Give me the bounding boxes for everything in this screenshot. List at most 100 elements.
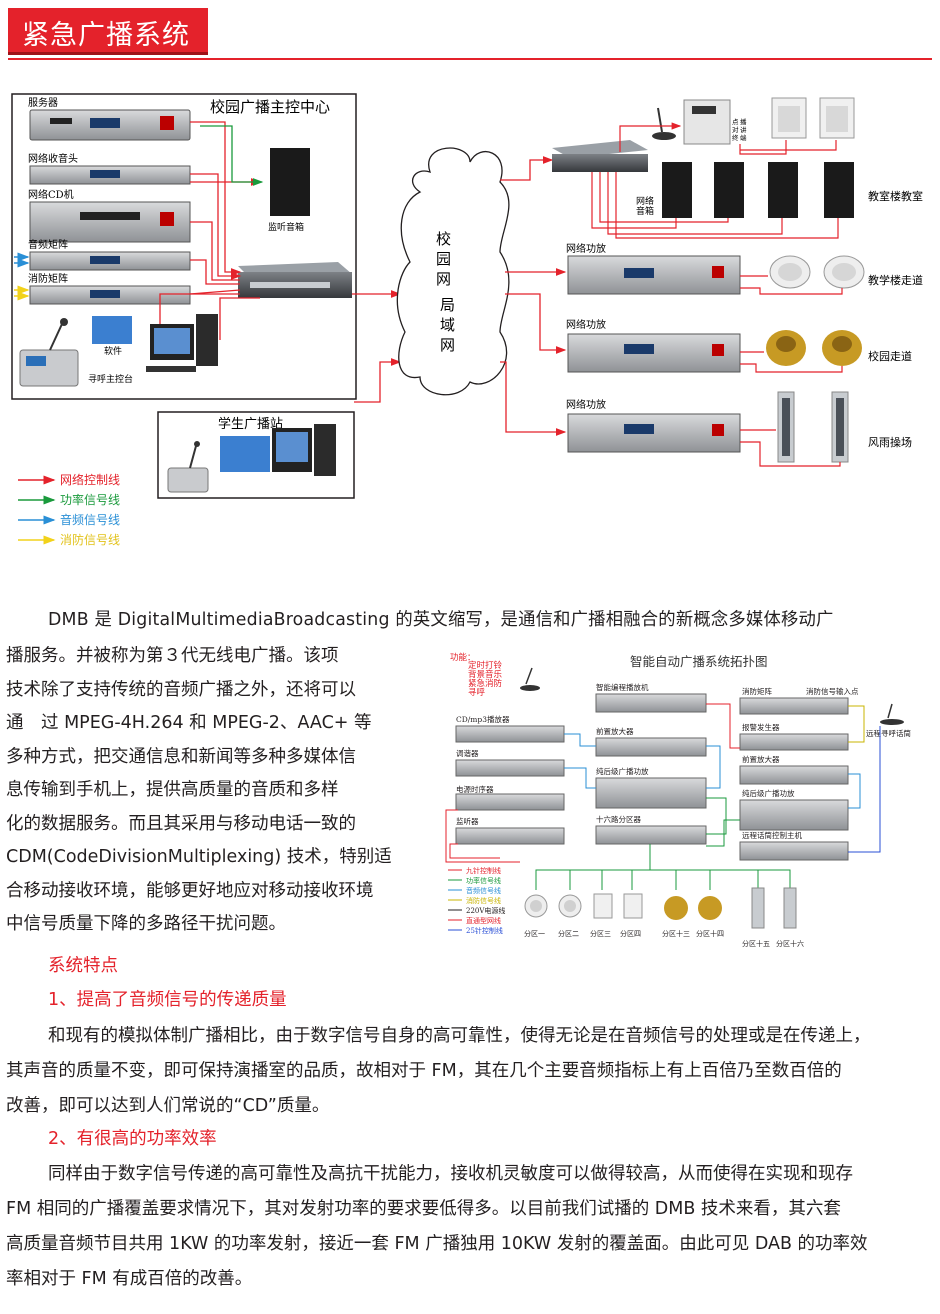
svg-text:端: 端 (740, 133, 747, 142)
svg-text:分区十六: 分区十六 (776, 939, 804, 948)
amp-links (740, 275, 843, 467)
svg-text:寻呼: 寻呼 (468, 687, 486, 698)
topology-mic (520, 667, 540, 691)
fire-matrix-device: 消防矩阵 (28, 272, 191, 305)
net-tuner-device: 网络收音头 (28, 152, 191, 185)
svg-text:网络控制线: 网络控制线 (60, 472, 120, 487)
intro-line: 通 过 MPEG-4H.264 和 MPEG-2、AAC+ 等 (6, 713, 372, 733)
feature-2-line: 率相对于 FM 有成百倍的改善。 (6, 1269, 253, 1289)
top-links (619, 122, 837, 155)
control-center-label: 校园广播主控中心 (210, 98, 330, 116)
topology-legend: 九针控制线 功率信号线 音频信号线 消防信号线 220V电源线 直通型网线 25… (448, 866, 505, 935)
student-station-label: 学生广播站 (218, 416, 283, 432)
svg-text:分区四: 分区四 (620, 929, 641, 938)
svg-text:分区一: 分区一 (524, 929, 545, 938)
topology-links (445, 703, 881, 863)
svg-text:前置放大器: 前置放大器 (742, 754, 780, 764)
ceiling-speakers (769, 255, 865, 289)
feature-2-line: FM 相同的广播覆盖要求情况下，其对发射功率的要求要低得多。以目前我们试播的 D… (6, 1199, 841, 1219)
classroom-speakers (662, 162, 854, 218)
svg-text:消防矩阵: 消防矩阵 (742, 686, 772, 696)
diagram1-legend: 网络控制线 功率信号线 音频信号线 消防信号线 (18, 472, 120, 547)
svg-text:寻呼主控台: 寻呼主控台 (88, 373, 133, 385)
svg-text:十六路分区器: 十六路分区器 (596, 814, 641, 824)
topology-zone-speakers (524, 887, 797, 929)
svg-text:音频信号线: 音频信号线 (466, 886, 501, 895)
svg-text:功率信号线: 功率信号线 (60, 492, 120, 507)
intro-line: 合移动接收环境，能够更好地应对移动接收环境 (6, 880, 374, 901)
svg-text:网络功放: 网络功放 (566, 318, 606, 331)
title-banner: 紧急广播系统 (8, 8, 208, 55)
svg-text:远程话筒控制主机: 远程话筒控制主机 (742, 830, 802, 840)
page-title: 紧急广播系统 (22, 20, 190, 51)
function-list: 功能： 定时打铃 背景音乐 紧急消防 寻呼 (450, 652, 503, 698)
zone-output-links (535, 844, 791, 890)
svg-text:箱: 箱 (645, 205, 654, 217)
svg-text:服务器: 服务器 (28, 96, 58, 109)
svg-text:功率信号线: 功率信号线 (466, 876, 501, 885)
intro-line: CDM(CodeDivisionMultiplexing) 技术，特别适 (6, 847, 392, 867)
topology-right-devices: 消防矩阵 消防信号输入点 报警发生器 前置放大器 纯后级广播功放 远程话筒控制主… (739, 686, 911, 861)
classroom-links (591, 172, 839, 239)
software-screen: 软件 (92, 316, 132, 357)
svg-text:分区二: 分区二 (558, 929, 579, 938)
svg-text:网络功放: 网络功放 (566, 398, 606, 411)
classroom-switch (552, 140, 648, 172)
intro-line: 播服务。并被称为第３代无线电广播。该项 (6, 646, 339, 666)
svg-text:直通型网线: 直通型网线 (466, 916, 501, 925)
svg-text:定时打铃: 定时打铃 (468, 660, 503, 671)
column-speakers (777, 391, 849, 463)
svg-text:纯后级广播功放: 纯后级广播功放 (596, 766, 649, 776)
svg-text:远程寻呼话筒: 远程寻呼话筒 (866, 728, 911, 738)
amp-3: 网络功放 (566, 398, 741, 453)
feature-1-title: 1、提高了音频信号的传递质量 (48, 990, 287, 1010)
intro-column: 播服务。并被称为第３代无线电广播。该项 技术除了支持传统的音频广播之外，还将可以… (6, 640, 436, 942)
intro-line: 息传输到手机上，提供高质量的音质和多样 (6, 780, 339, 800)
svg-text:前置放大器: 前置放大器 (596, 726, 634, 736)
intro-line: 技术除了支持传统的音频广播之外，还将可以 (6, 679, 356, 700)
svg-text:分区十三: 分区十三 (662, 929, 690, 938)
network-switch (238, 262, 352, 298)
svg-text:功能：: 功能： (450, 652, 476, 663)
svg-text:终: 终 (732, 133, 739, 142)
topology-left-devices: 智能编程播放机 CD/mp3播放器 调谐器 电源时序器 监听器 前置放大器 纯后… (455, 682, 707, 845)
zone-campus: 校园走道 (868, 349, 912, 363)
svg-text:分区三: 分区三 (590, 929, 611, 938)
svg-text:监听器: 监听器 (456, 816, 479, 826)
svg-text:25针控制线: 25针控制线 (466, 926, 503, 935)
svg-text:软件: 软件 (104, 345, 122, 357)
svg-text:紧急消防: 紧急消防 (468, 678, 503, 689)
svg-text:音频矩阵: 音频矩阵 (28, 238, 68, 251)
svg-text:网: 网 (436, 270, 451, 288)
monitor-speaker: 监听音箱 (268, 148, 310, 233)
feature-2-line: 同样由于数字信号传递的高可靠性及高抗干扰能力，接收机灵敏度可以做得较高，从而使得… (48, 1164, 853, 1184)
topology-title: 智能自动广播系统拓扑图 (630, 654, 768, 669)
student-pc (220, 424, 336, 476)
cloud-label: 校 园 网 局 域 网 (436, 230, 455, 354)
svg-text:对: 对 (732, 125, 739, 134)
svg-text:网络功放: 网络功放 (566, 242, 606, 255)
zone-corridor: 教学楼走道 (868, 273, 923, 287)
feature-1-line: 和现有的模拟体制广播相比，由于数字信号自身的高可靠性，使得无论是在音频信号的处理… (48, 1026, 871, 1046)
lawn-speakers (766, 330, 862, 366)
amp-2: 网络功放 (566, 318, 741, 373)
student-link (354, 358, 402, 403)
svg-text:点: 点 (732, 118, 739, 126)
cloud-outlinks (500, 156, 567, 436)
svg-text:播: 播 (740, 117, 747, 126)
topology-diagram: 智能自动广播系统拓扑图 功能： 定时打铃 背景音乐 紧急消防 寻呼 智能编程播放… (440, 648, 934, 952)
svg-text:调谐器: 调谐器 (456, 748, 479, 758)
svg-text:网: 网 (440, 336, 455, 354)
svg-text:域: 域 (440, 316, 455, 334)
intro-line: 多种方式，把交通信息和新闻等多种多媒体信 (6, 746, 356, 767)
topology-zone-labels: 分区一 分区二 分区三 分区四 分区十三 分区十四 分区十五 分区十六 (524, 929, 804, 948)
svg-text:消防信号线: 消防信号线 (60, 532, 120, 547)
svg-text:分区十五: 分区十五 (742, 939, 770, 948)
svg-text:园: 园 (436, 250, 451, 268)
campus-broadcast-diagram: 校园广播主控中心 服务器 网络收音头 网络CD机 音频矩阵 消防矩阵 监 (11, 93, 923, 547)
net-cd-device: 网络CD机 (28, 188, 191, 243)
control-center-power-links (200, 125, 264, 186)
svg-text:智能编程播放机: 智能编程播放机 (596, 682, 649, 692)
svg-text:局: 局 (440, 296, 455, 314)
svg-text:九针控制线: 九针控制线 (466, 866, 501, 875)
